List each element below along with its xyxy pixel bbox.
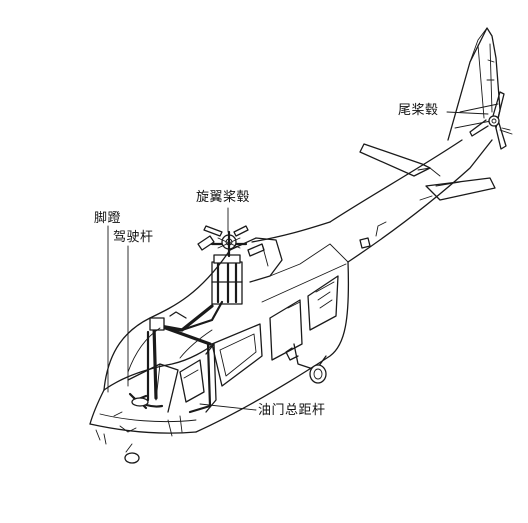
leader-lines bbox=[107, 111, 489, 411]
tail-rotor bbox=[469, 91, 513, 150]
cockpit bbox=[89, 249, 231, 445]
horizontal-stabilizer bbox=[359, 143, 496, 201]
label-tail-rotor-hub: 尾桨毂 bbox=[398, 103, 439, 118]
label-pedals: 脚蹬 bbox=[94, 211, 122, 226]
main-rotor-mast bbox=[211, 254, 243, 305]
label-main-rotor-hub: 旋翼桨毂 bbox=[196, 190, 251, 205]
tail-boom bbox=[329, 139, 493, 263]
landing-gear bbox=[124, 343, 327, 464]
fuselage-body bbox=[195, 221, 350, 433]
label-collective-lever: 油门总距杆 bbox=[258, 403, 326, 418]
label-cyclic-stick: 驾驶杆 bbox=[113, 230, 154, 245]
control-rods bbox=[146, 300, 224, 414]
